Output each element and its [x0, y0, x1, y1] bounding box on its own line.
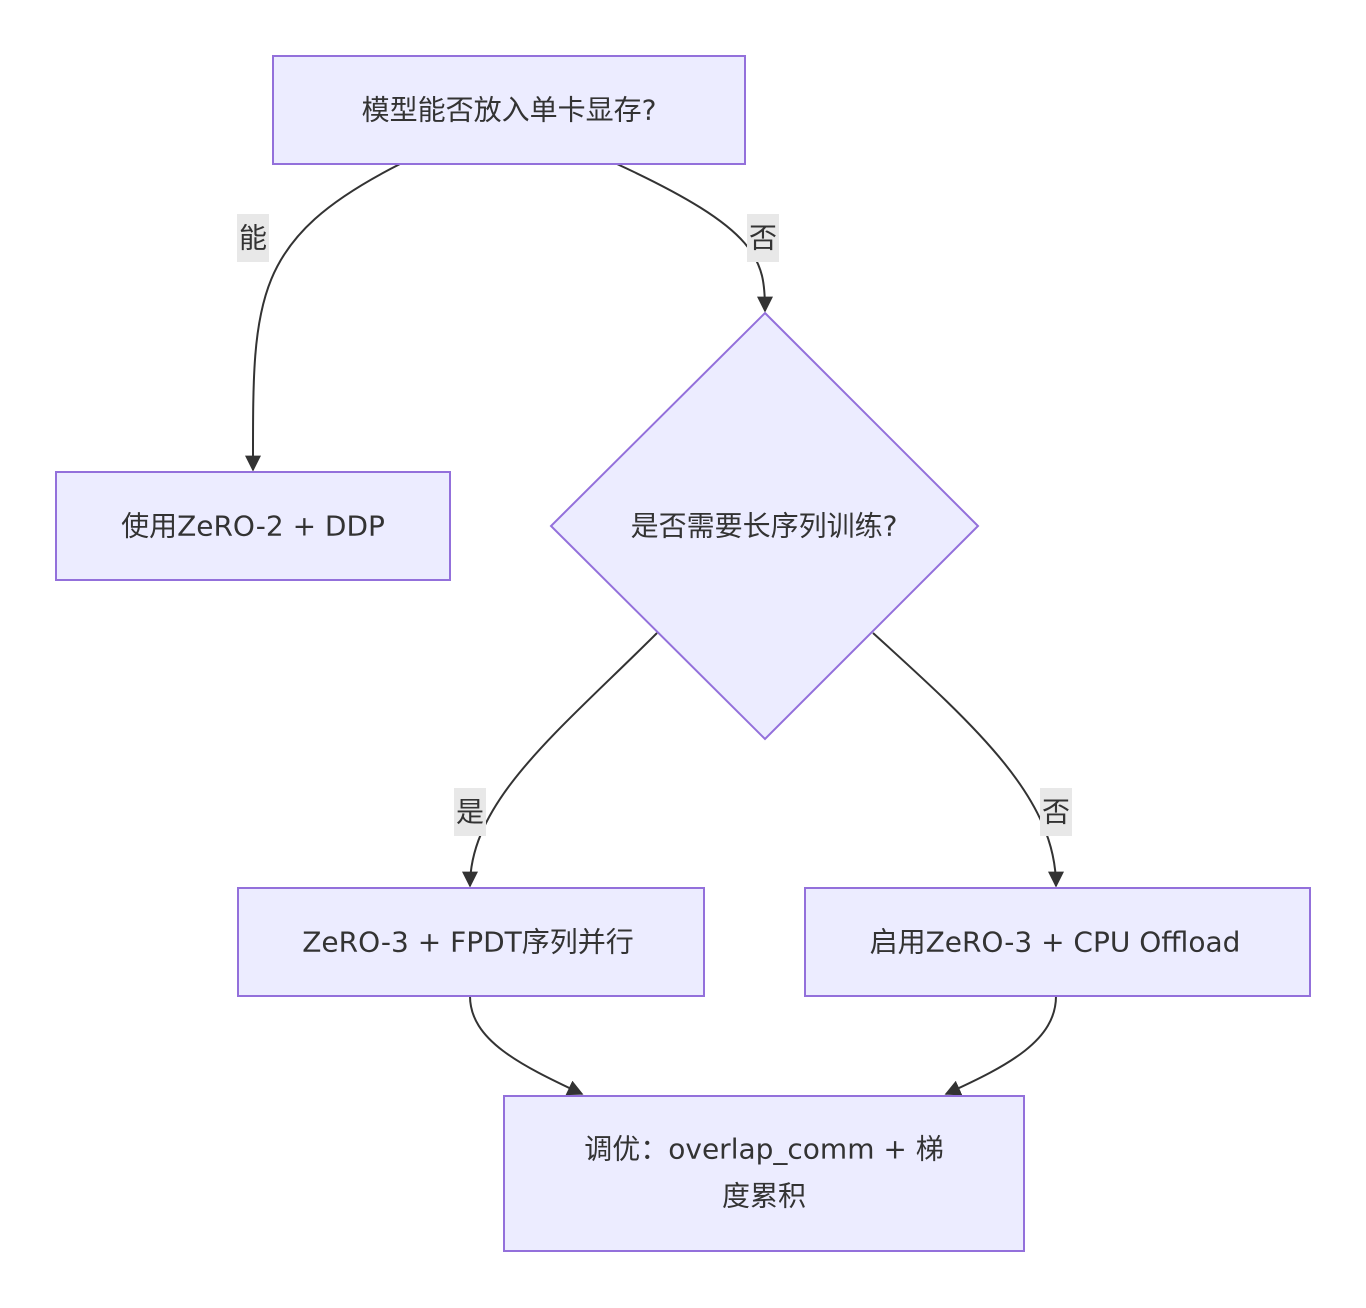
- node-start: 模型能否放入单卡显存?: [272, 55, 746, 165]
- node-zero3-fpdt: ZeRO-3 + FPDT序列并行: [237, 887, 705, 997]
- node-zero2: 使用ZeRO-2 + DDP: [55, 471, 451, 581]
- edge-label-yes-can: 能: [237, 214, 269, 262]
- edge-label-text: 否: [1042, 796, 1070, 829]
- edge-offload-to-tuning: [944, 995, 1057, 1096]
- edge-label-yes: 是: [454, 788, 486, 836]
- node-tuning-label-line2: 度累积: [722, 1180, 806, 1213]
- edge-label-no-1: 否: [747, 214, 779, 262]
- node-zero3-offload: 启用ZeRO-3 + CPU Offload: [804, 887, 1311, 997]
- edge-label-no-2: 否: [1040, 788, 1072, 836]
- edge-fpdt-to-tuning: [469, 995, 584, 1096]
- edge-long-seq-to-offload: [872, 632, 1064, 888]
- node-long-seq-label: 是否需要长序列训练?: [631, 510, 898, 543]
- node-start-label: 模型能否放入单卡显存?: [362, 94, 657, 127]
- edge-start-to-zero2: [244, 163, 401, 472]
- edge-start-to-long-seq: [616, 163, 773, 313]
- node-zero3-offload-label: 启用ZeRO-3 + CPU Offload: [870, 926, 1241, 959]
- edge-label-text: 能: [239, 222, 267, 255]
- edge-long-seq-to-fpdt: [462, 632, 658, 888]
- node-tuning-label-line1: 调优：overlap_comm + 梯: [584, 1133, 944, 1166]
- edge-label-text: 否: [749, 222, 777, 255]
- node-long-seq-decision: 是否需要长序列训练?: [549, 311, 980, 741]
- edge-label-text: 是: [456, 796, 484, 829]
- node-zero3-fpdt-label: ZeRO-3 + FPDT序列并行: [302, 926, 634, 959]
- node-zero2-label: 使用ZeRO-2 + DDP: [121, 510, 385, 543]
- node-tuning: 调优：overlap_comm + 梯 度累积: [503, 1095, 1025, 1252]
